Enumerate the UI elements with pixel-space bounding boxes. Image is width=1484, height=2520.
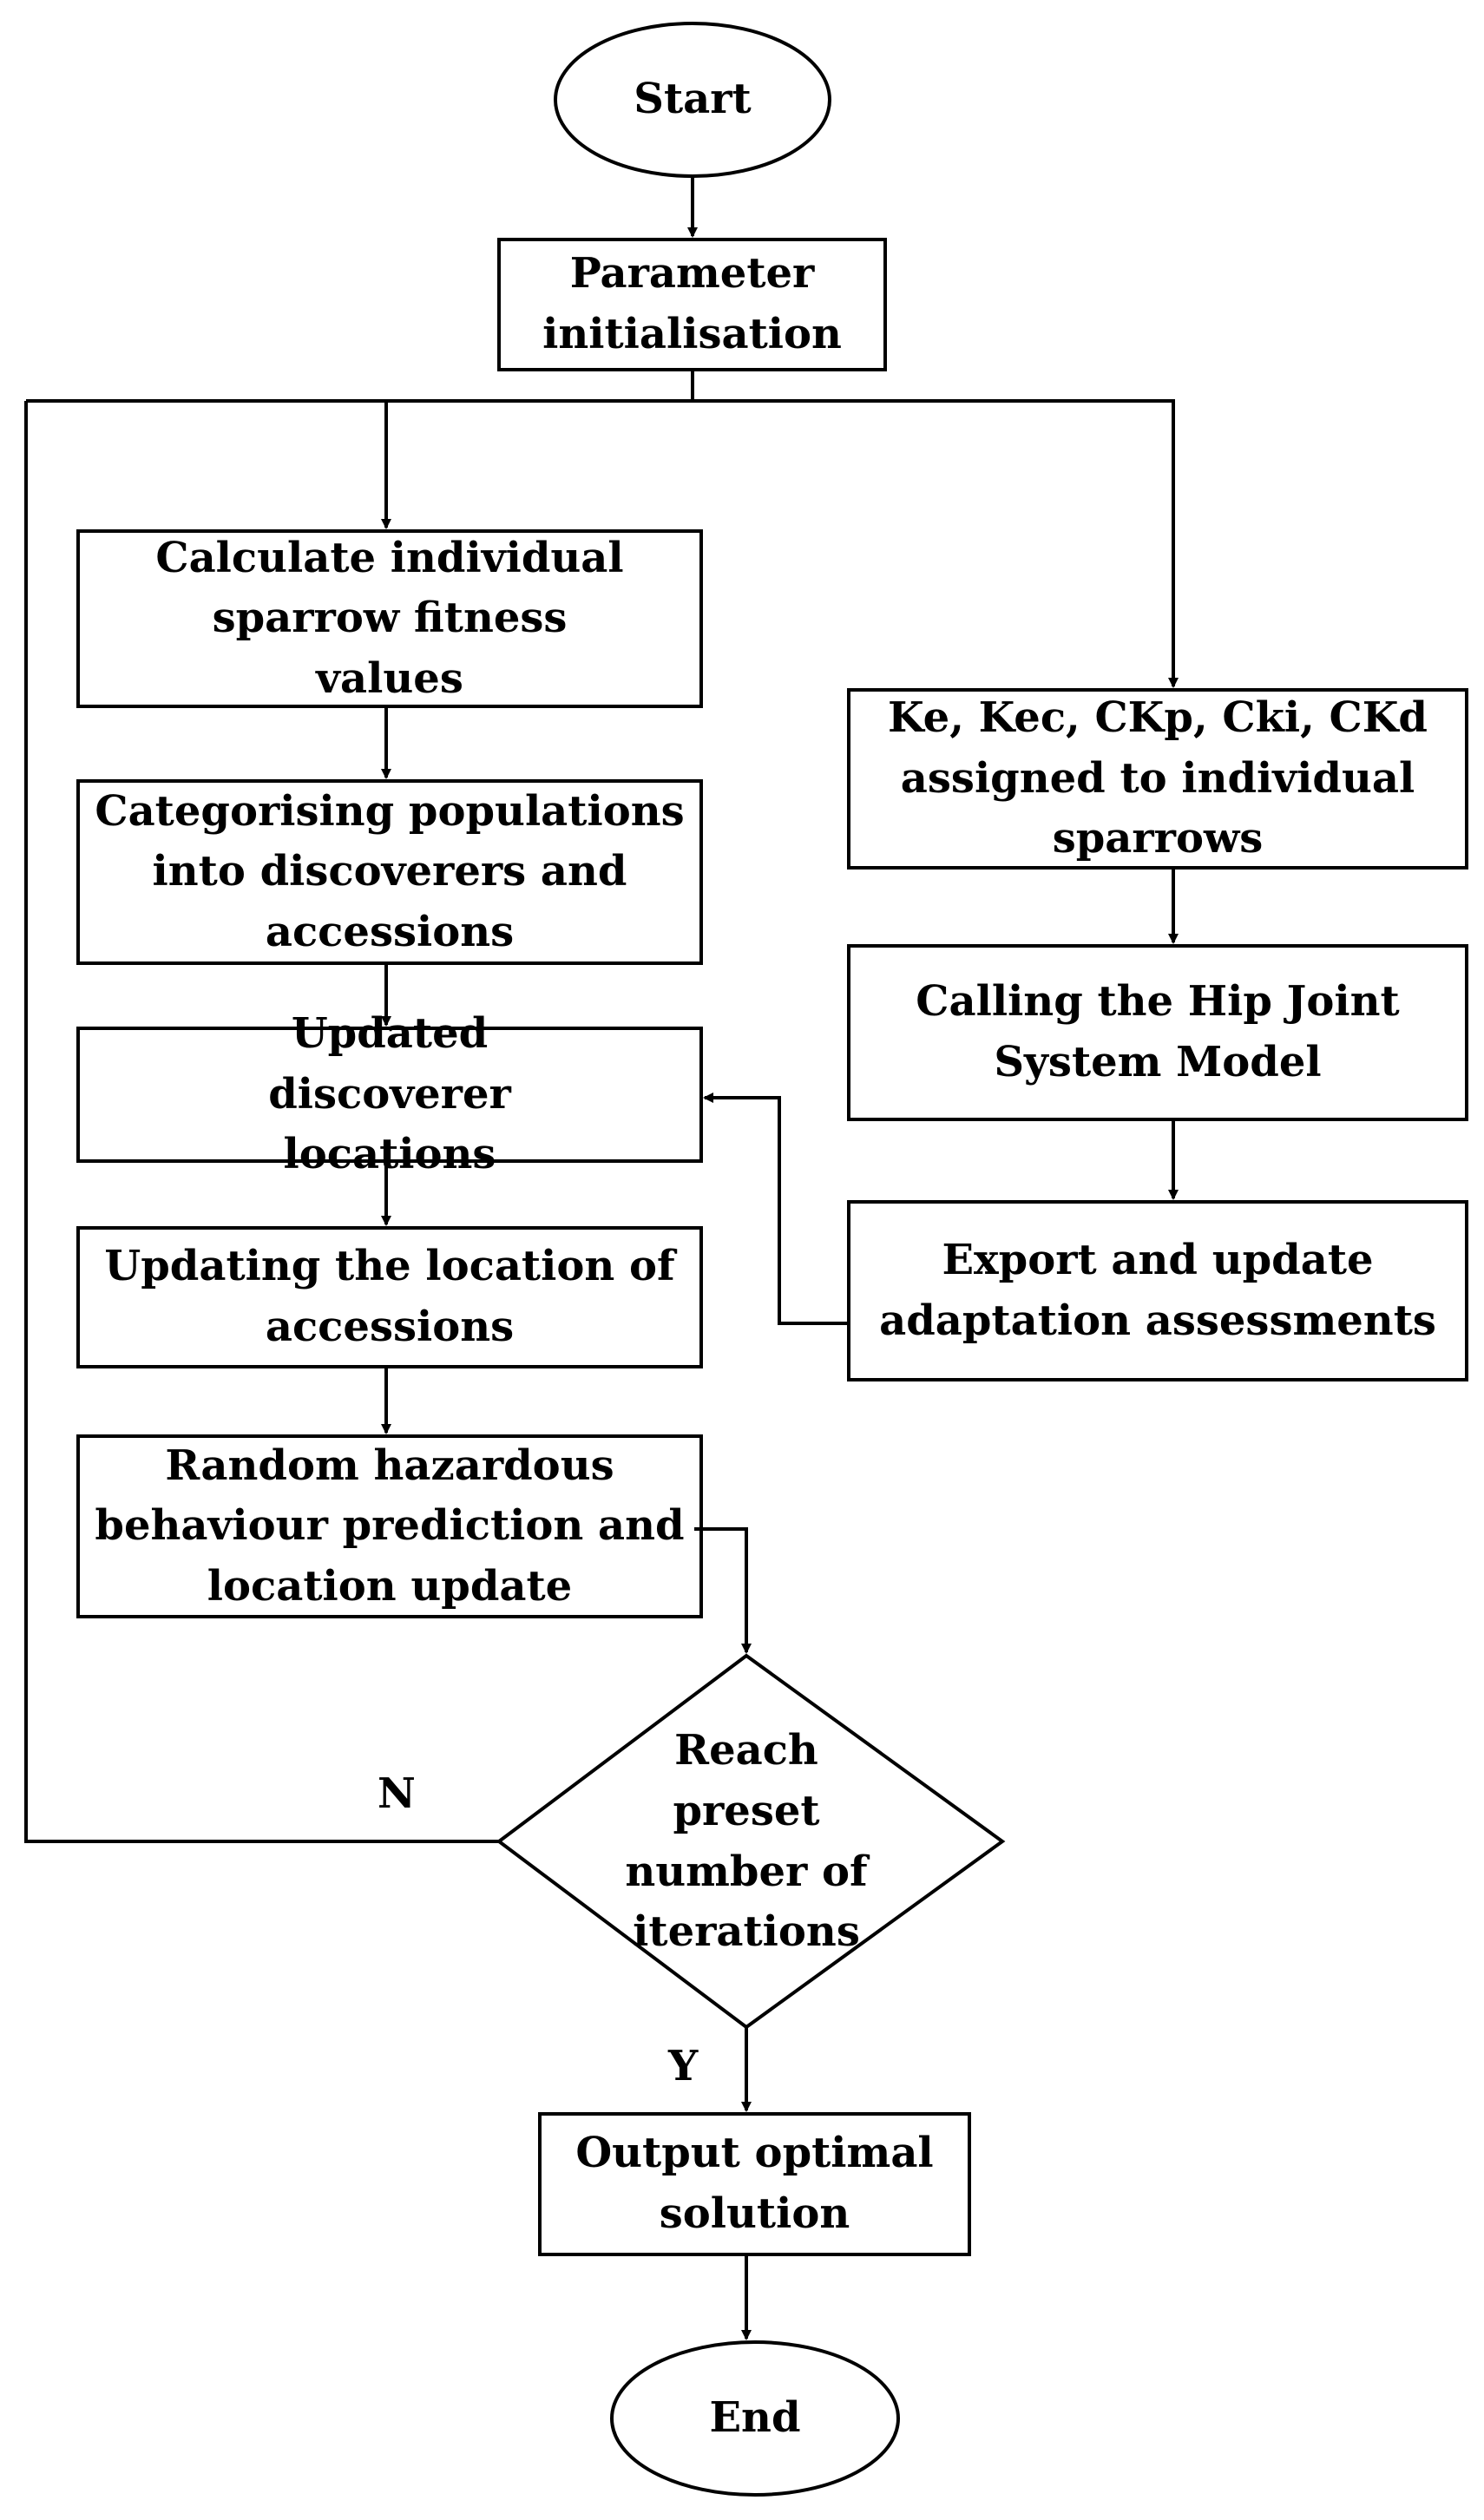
update-accessions-box xyxy=(76,1226,703,1368)
random-hazard-box xyxy=(76,1434,703,1618)
categorise-label: Categorising populations into discoverer… xyxy=(95,786,685,956)
output-box xyxy=(538,2112,971,2256)
update-discoverer-label: Updated discoverer locations xyxy=(268,1009,511,1179)
call-model-box xyxy=(847,944,1468,1121)
output-label: Output optimal solution xyxy=(575,2129,934,2238)
no-branch-label: N xyxy=(378,1769,416,1818)
start-label: Start xyxy=(634,75,752,124)
edge-decision-no-loop xyxy=(24,401,499,1843)
assign-params-box xyxy=(847,688,1468,870)
update-accessions-label: Updating the location of accessions xyxy=(104,1242,675,1351)
call-model-label: Calling the Hip Joint System Model xyxy=(916,977,1400,1086)
edge-random-to-decision xyxy=(694,1527,752,1654)
decision-label: Reach preset number of iterations xyxy=(625,1726,868,1957)
edge-bus-to-assign xyxy=(693,399,1179,688)
calc-fitness-label: Calculate individual sparrow fitness val… xyxy=(155,533,624,703)
export-update-box xyxy=(847,1200,1468,1381)
param-init-label: Parameter initialisation xyxy=(542,249,842,358)
update-discoverer-box xyxy=(76,1027,703,1163)
export-update-label: Export and update adaptation assessments xyxy=(879,1235,1436,1345)
param-init-box xyxy=(497,238,887,371)
end-terminal xyxy=(610,2340,900,2497)
end-label: End xyxy=(709,2393,801,2443)
random-hazard-label: Random hazardous behaviour prediction an… xyxy=(95,1440,685,1611)
categorise-box xyxy=(76,779,703,965)
yes-branch-label: Y xyxy=(668,2042,699,2090)
edge-export-to-discoverer xyxy=(703,1093,849,1325)
calc-fitness-box xyxy=(76,529,703,708)
assign-params-label: Ke, Kec, CKp, Cki, CKd assigned to indiv… xyxy=(888,693,1428,863)
